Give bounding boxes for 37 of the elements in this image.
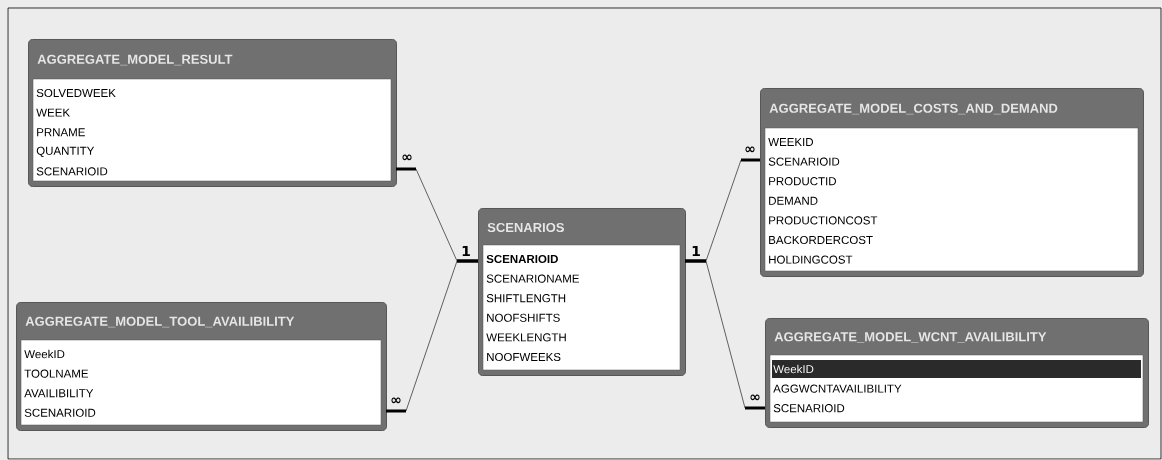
- field-name: SHIFTLENGTH: [486, 294, 566, 303]
- field-name: SCENARIOID: [486, 254, 558, 264]
- field-name: HOLDINGCOST: [769, 255, 853, 264]
- field-name: SCENARIOID: [36, 167, 108, 176]
- field-name: PRNAME: [37, 128, 85, 137]
- field-name: QUANTITY: [36, 146, 95, 157]
- relationship-line: [386, 259, 479, 413]
- table-title: AGGREGATE_MODEL_WCNT_AVAILIBILITY: [774, 332, 1047, 343]
- field-name: PRODUCTID: [769, 177, 836, 186]
- cardinality-label: ∞: [745, 146, 755, 153]
- field-name: WEEKLENGTH: [486, 333, 566, 342]
- table-title: AGGREGATE_MODEL_COSTS_AND_DEMAND: [769, 103, 1058, 115]
- field-name: TOOLNAME: [24, 369, 89, 378]
- cardinality-label: 1: [462, 245, 470, 257]
- field-name: SCENARIONAME: [486, 274, 579, 283]
- table-title: SCENARIOS: [487, 222, 564, 233]
- cardinality-label: ∞: [391, 397, 401, 404]
- cardinality-label: 1: [692, 245, 700, 257]
- field-name: NOOFSHIFTS: [487, 313, 560, 322]
- field-name: BACKORDERCOST: [769, 235, 873, 245]
- field-name: AVAILIBILITY: [24, 389, 94, 398]
- cardinality-label: ∞: [402, 154, 412, 161]
- field-name: WeekID: [24, 349, 65, 359]
- field-name: SOLVEDWEEK: [36, 88, 116, 98]
- field-name: SCENARIOID: [24, 408, 96, 417]
- field-name: WEEKID: [768, 138, 813, 146]
- field-name: WEEK: [36, 108, 70, 117]
- cardinality-label: ∞: [750, 394, 760, 401]
- relationship-line: [685, 259, 766, 410]
- field-name: DEMAND: [769, 196, 818, 205]
- field-name: SCENARIOID: [773, 404, 845, 413]
- field-name: SCENARIOID: [768, 157, 840, 166]
- table-title: AGGREGATE_MODEL_TOOL_AVAILIBILITY: [25, 316, 295, 328]
- table-title: AGGREGATE_MODEL_RESULT: [37, 54, 233, 66]
- field-name: PRODUCTIONCOST: [769, 216, 878, 225]
- field-name: NOOFWEEKS: [487, 352, 561, 362]
- field-name: AGGWCNTAVAILIBILITY: [773, 384, 902, 393]
